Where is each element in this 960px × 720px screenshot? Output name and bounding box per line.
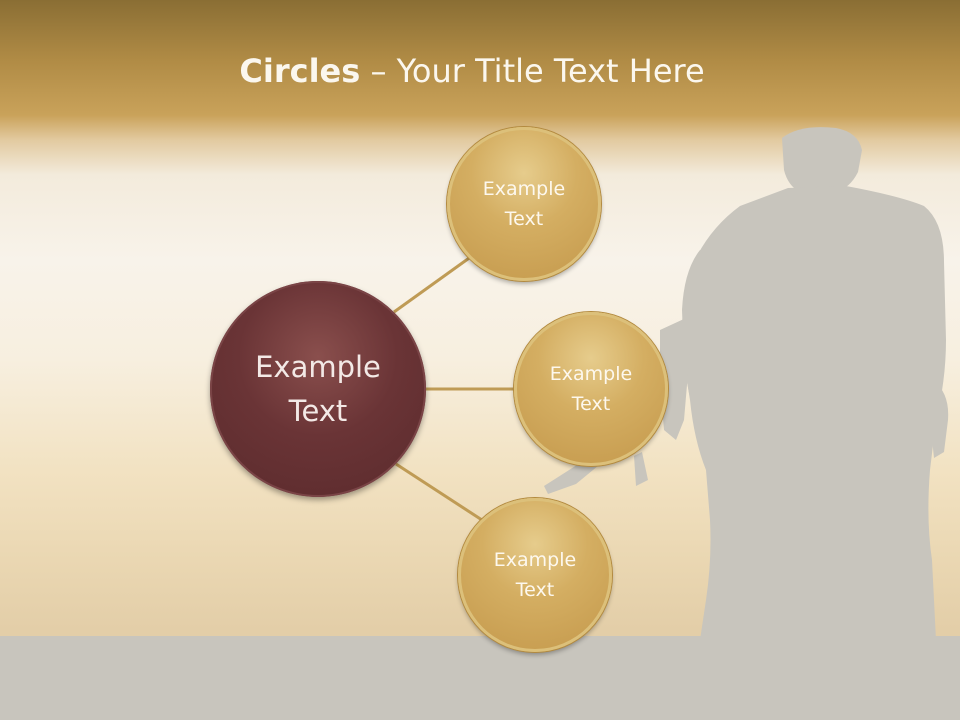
node-circle-3[interactable]: Example Text (458, 498, 612, 652)
node-circle-1[interactable]: Example Text (447, 127, 601, 281)
slide-title: Circles – Your Title Text Here (0, 52, 944, 90)
ground (0, 636, 960, 720)
connector-3 (395, 462, 483, 522)
node-label-3: Example Text (493, 549, 577, 601)
node-label-1: Example Text (482, 178, 566, 230)
connector-1 (393, 254, 473, 314)
node-label-2: Example Text (549, 363, 633, 415)
hub-label: Example Text (255, 350, 381, 428)
node-circle-2[interactable]: Example Text (514, 312, 668, 466)
title-bold: Circles (239, 52, 361, 90)
hub-circle[interactable]: Example Text (210, 281, 426, 497)
title-rest: – Your Title Text Here (360, 52, 705, 90)
